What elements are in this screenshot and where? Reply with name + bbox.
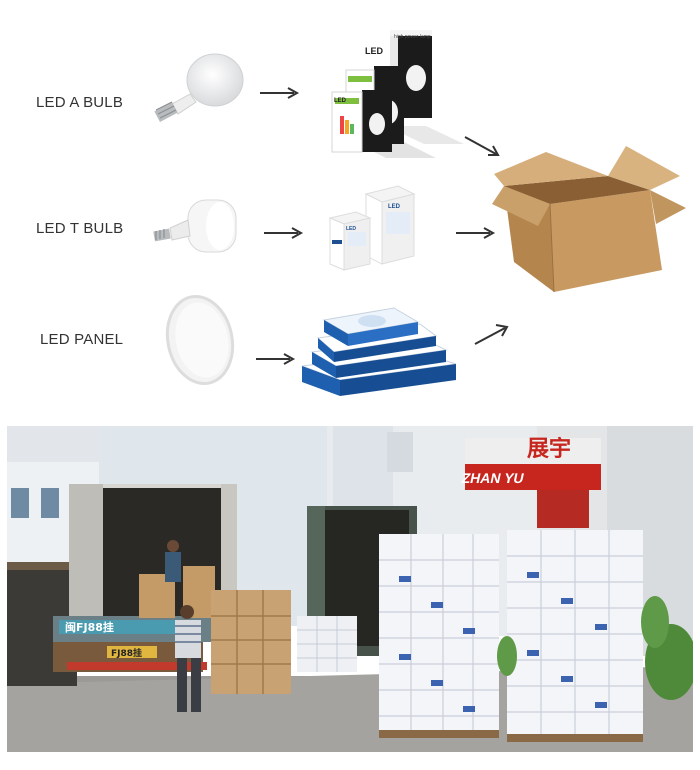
carton-box-image <box>490 142 690 294</box>
arrow-down-right-icon <box>463 134 503 160</box>
arrow-icon <box>258 86 300 100</box>
box-brand-text: LED <box>334 98 347 104</box>
arrow-icon <box>454 226 496 240</box>
panel-boxes-image <box>298 296 458 400</box>
brown-carton-stack <box>211 590 291 694</box>
led-a-bulb-label: LED A BULB <box>36 94 124 111</box>
led-panel-label: LED PANEL <box>40 331 124 348</box>
sign-latin-text: ZHAN YU <box>460 470 525 486</box>
svg-text:LED: LED <box>388 204 401 210</box>
t-box-brand-text: LED <box>346 226 356 232</box>
a-bulb-boxes-image: LED LED high power lamp <box>326 26 466 161</box>
arrow-up-right-icon <box>472 322 512 348</box>
rear-plate-text: FJ88挂 <box>111 647 142 659</box>
truck-plate-text: 闽FJ88挂 <box>65 620 114 634</box>
panel-light-image <box>160 292 242 388</box>
a-bulb-image <box>150 50 250 130</box>
arrow-icon <box>262 226 304 240</box>
led-t-bulb-label: LED T BULB <box>36 220 124 237</box>
worker-figure <box>175 605 201 712</box>
sign-chinese-text: 展宇 <box>527 437 571 462</box>
box-subtitle-text: high power lamp <box>394 34 431 40</box>
white-carton-stack-left <box>379 534 499 738</box>
loading-scene-photo: ZHAN YU 展宇 闽FJ88挂 FJ88挂 <box>7 426 693 752</box>
svg-text:LED: LED <box>365 46 384 56</box>
t-bulb-image <box>150 196 242 256</box>
white-carton-stack-right <box>507 530 643 742</box>
arrow-icon <box>254 352 296 366</box>
t-bulb-boxes-image: LED LED <box>328 182 420 272</box>
